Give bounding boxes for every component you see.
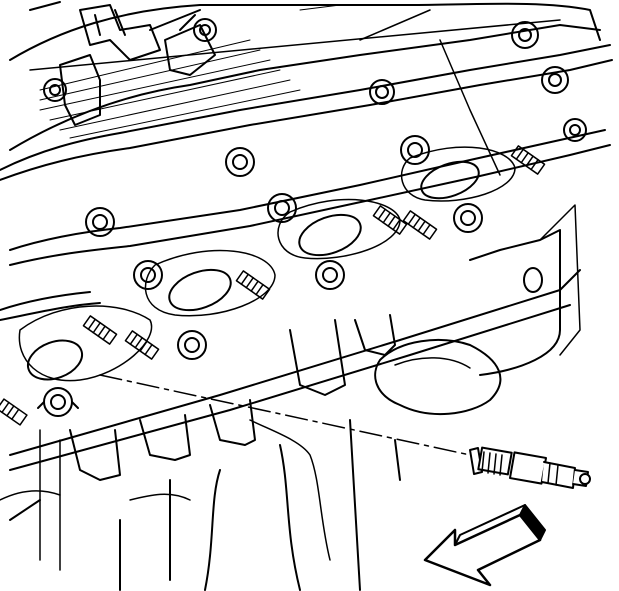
coil-connector [59, 4, 216, 126]
cylinder-head [0, 39, 613, 321]
head-bolt-row [37, 18, 587, 417]
exhaust-stud-row [0, 145, 546, 426]
exhaust-port-row [18, 146, 516, 382]
engine-block [0, 204, 581, 591]
valve-cover [9, 1, 601, 151]
removal-direction-arrow-icon [423, 504, 546, 587]
spark-plug-removal-line [99, 374, 471, 456]
spark-plug-icon [469, 446, 591, 489]
